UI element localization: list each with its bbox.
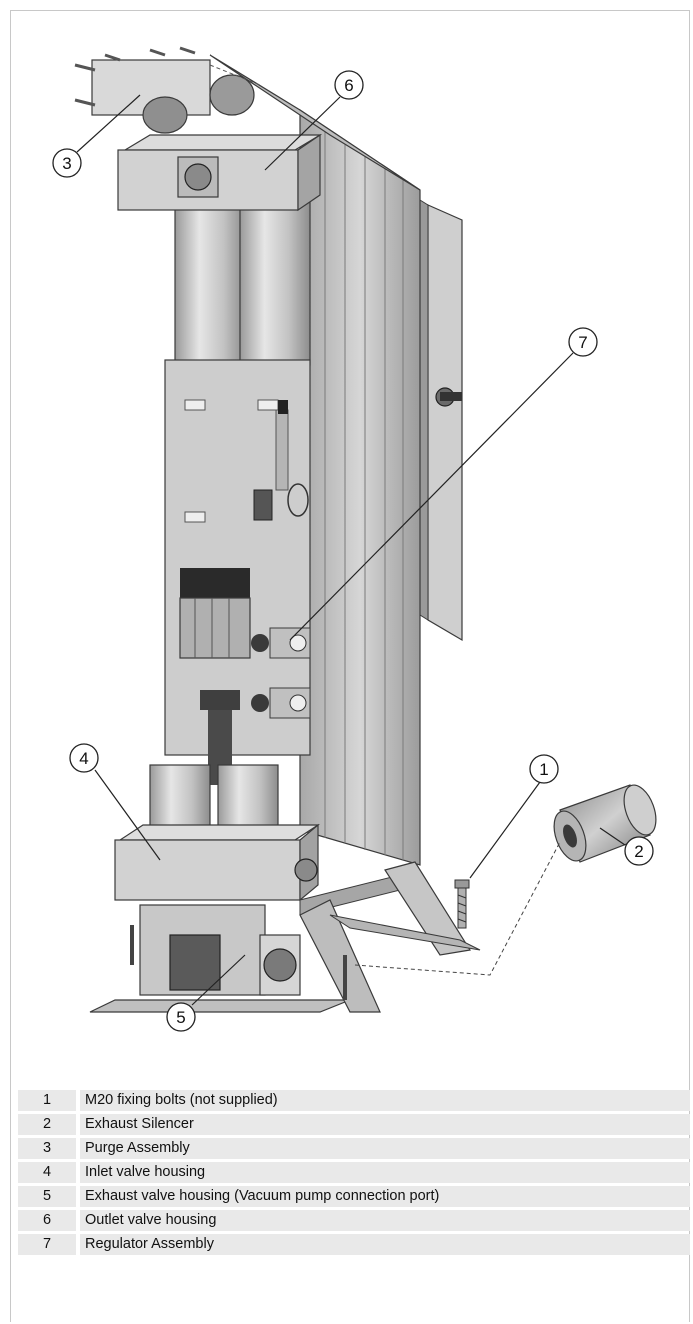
- outlet-valve-housing: [117, 133, 323, 212]
- legend-number: 1: [18, 1090, 76, 1111]
- figure-frame: [10, 10, 690, 1322]
- svg-text:2: 2: [634, 842, 643, 861]
- svg-text:6: 6: [344, 76, 353, 95]
- exhaust-valve-housing: [139, 904, 301, 996]
- callout-leaders: [76, 94, 626, 1006]
- legend-row: 7 Regulator Assembly: [18, 1234, 690, 1255]
- callout-2: 2: [624, 836, 654, 866]
- electrical-panel: [419, 199, 463, 642]
- callout-7: 7: [568, 327, 598, 357]
- legend-label: M20 fixing bolts (not supplied): [80, 1090, 690, 1111]
- callout-5: 5: [166, 1002, 196, 1032]
- legend-number: 3: [18, 1138, 76, 1159]
- front-control-panel: [164, 359, 311, 785]
- legend-number: 7: [18, 1234, 76, 1255]
- legend-row: 1 M20 fixing bolts (not supplied): [18, 1090, 690, 1111]
- legend-number: 2: [18, 1114, 76, 1135]
- svg-text:5: 5: [176, 1008, 185, 1027]
- callout-6: 6: [334, 70, 364, 100]
- legend-label: Outlet valve housing: [80, 1210, 690, 1231]
- fixing-bolt: [454, 879, 470, 929]
- callout-4: 4: [69, 743, 99, 773]
- callout-1: 1: [529, 754, 559, 784]
- purge-assembly: [74, 46, 261, 134]
- svg-text:4: 4: [79, 749, 88, 768]
- legend-number: 4: [18, 1162, 76, 1183]
- desiccant-columns: [174, 194, 311, 366]
- legend-row: 4 Inlet valve housing: [18, 1162, 690, 1183]
- dryer-assembly-drawing: 1 2 3 4 5 6 7: [52, 46, 657, 1032]
- legend-label: Regulator Assembly: [80, 1234, 690, 1255]
- svg-text:7: 7: [578, 333, 587, 352]
- legend-row: 5 Exhaust valve housing (Vacuum pump con…: [18, 1186, 690, 1207]
- parts-legend: 1 M20 fixing bolts (not supplied) 2 Exha…: [18, 1090, 690, 1258]
- legend-number: 6: [18, 1210, 76, 1231]
- legend-row: 2 Exhaust Silencer: [18, 1114, 690, 1135]
- legend-label: Purge Assembly: [80, 1138, 690, 1159]
- tower-fins: [209, 54, 421, 866]
- legend-label: Inlet valve housing: [80, 1162, 690, 1183]
- svg-text:1: 1: [539, 760, 548, 779]
- callout-3: 3: [52, 148, 82, 178]
- legend-number: 5: [18, 1186, 76, 1207]
- legend-row: 3 Purge Assembly: [18, 1138, 690, 1159]
- svg-text:3: 3: [62, 154, 71, 173]
- legend-label: Exhaust valve housing (Vacuum pump conne…: [80, 1186, 690, 1207]
- legend-label: Exhaust Silencer: [80, 1114, 690, 1135]
- base-feet: [89, 861, 481, 1013]
- legend-row: 6 Outlet valve housing: [18, 1210, 690, 1231]
